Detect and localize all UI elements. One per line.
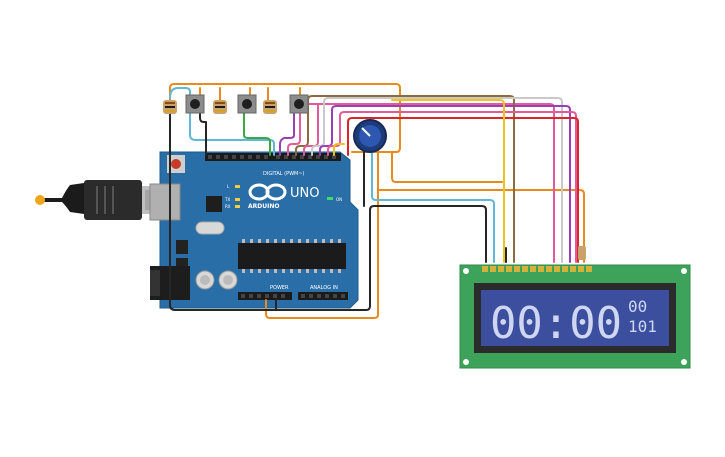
tx-label: TX bbox=[224, 197, 230, 202]
lcd-resistor bbox=[578, 246, 586, 260]
push-button-1[interactable] bbox=[185, 94, 205, 114]
mount-hole bbox=[463, 268, 469, 274]
analog-header[interactable] bbox=[298, 292, 348, 300]
resistor-1 bbox=[163, 100, 177, 114]
crystal bbox=[195, 221, 225, 235]
arduino-board[interactable]: UNO ARDUINO DIGITAL (PWM~) POWER ANALOG … bbox=[149, 151, 359, 309]
rx-label: RX bbox=[225, 204, 231, 209]
usb-chip bbox=[206, 196, 222, 212]
wire-cyan-pot[interactable] bbox=[371, 149, 495, 263]
usb-cable-strain bbox=[38, 183, 84, 214]
rx-led bbox=[235, 205, 240, 208]
l-led bbox=[235, 185, 240, 188]
wire-orange-lcd[interactable] bbox=[377, 189, 585, 263]
resistor-2 bbox=[213, 100, 227, 114]
power-label: POWER bbox=[270, 285, 289, 291]
on-label: ON bbox=[336, 197, 342, 202]
lcd-big-digits: 00:00 bbox=[490, 298, 622, 349]
wire-grey-lcd[interactable] bbox=[311, 97, 563, 263]
wire-orange-top[interactable] bbox=[169, 83, 401, 153]
wire-black-gnd[interactable] bbox=[169, 111, 487, 311]
arduino-logo-icon bbox=[248, 183, 287, 201]
atmega-chip bbox=[238, 243, 346, 269]
push-button-2[interactable] bbox=[237, 94, 257, 114]
wire-purple-lcd[interactable] bbox=[319, 105, 571, 263]
model-label: UNO bbox=[290, 186, 319, 201]
wire-orange-5v[interactable] bbox=[265, 147, 379, 319]
wire-red-lcd[interactable] bbox=[347, 117, 579, 263]
tx-led bbox=[235, 198, 240, 201]
wire-pink-lcd[interactable] bbox=[287, 103, 555, 263]
lcd-line1-small: 00 bbox=[628, 297, 647, 316]
resistor-3 bbox=[263, 100, 277, 114]
wire-cyan-btn[interactable] bbox=[169, 87, 275, 156]
on-led bbox=[327, 197, 333, 200]
l-label: L bbox=[227, 184, 230, 189]
regulator bbox=[176, 240, 188, 254]
wire-green-btn[interactable] bbox=[243, 111, 271, 156]
potentiometer-icon[interactable] bbox=[353, 119, 387, 153]
reset-button-cap[interactable] bbox=[171, 159, 181, 169]
wire-yellow-lcd[interactable] bbox=[391, 99, 505, 263]
analog-label: ANALOG IN bbox=[310, 285, 338, 291]
digital-label: DIGITAL (PWM~) bbox=[263, 171, 305, 177]
wire-purple-btn[interactable] bbox=[279, 111, 295, 156]
usb-jack bbox=[149, 183, 181, 221]
atmega-pins bbox=[242, 239, 341, 273]
lcd-module[interactable]: 00:00 00 101 bbox=[459, 246, 691, 369]
digital-header[interactable] bbox=[205, 153, 341, 161]
lcd-screen bbox=[481, 290, 669, 346]
usb-cable-tip bbox=[35, 195, 45, 205]
button-group[interactable] bbox=[163, 94, 309, 114]
wire-brown-lcd[interactable] bbox=[295, 95, 515, 263]
lcd-pins[interactable] bbox=[482, 266, 592, 272]
brand-label: ARDUINO bbox=[248, 203, 279, 210]
push-button-3[interactable] bbox=[289, 94, 309, 114]
wires[interactable] bbox=[169, 83, 585, 319]
lcd-line2-small: 101 bbox=[628, 317, 657, 336]
